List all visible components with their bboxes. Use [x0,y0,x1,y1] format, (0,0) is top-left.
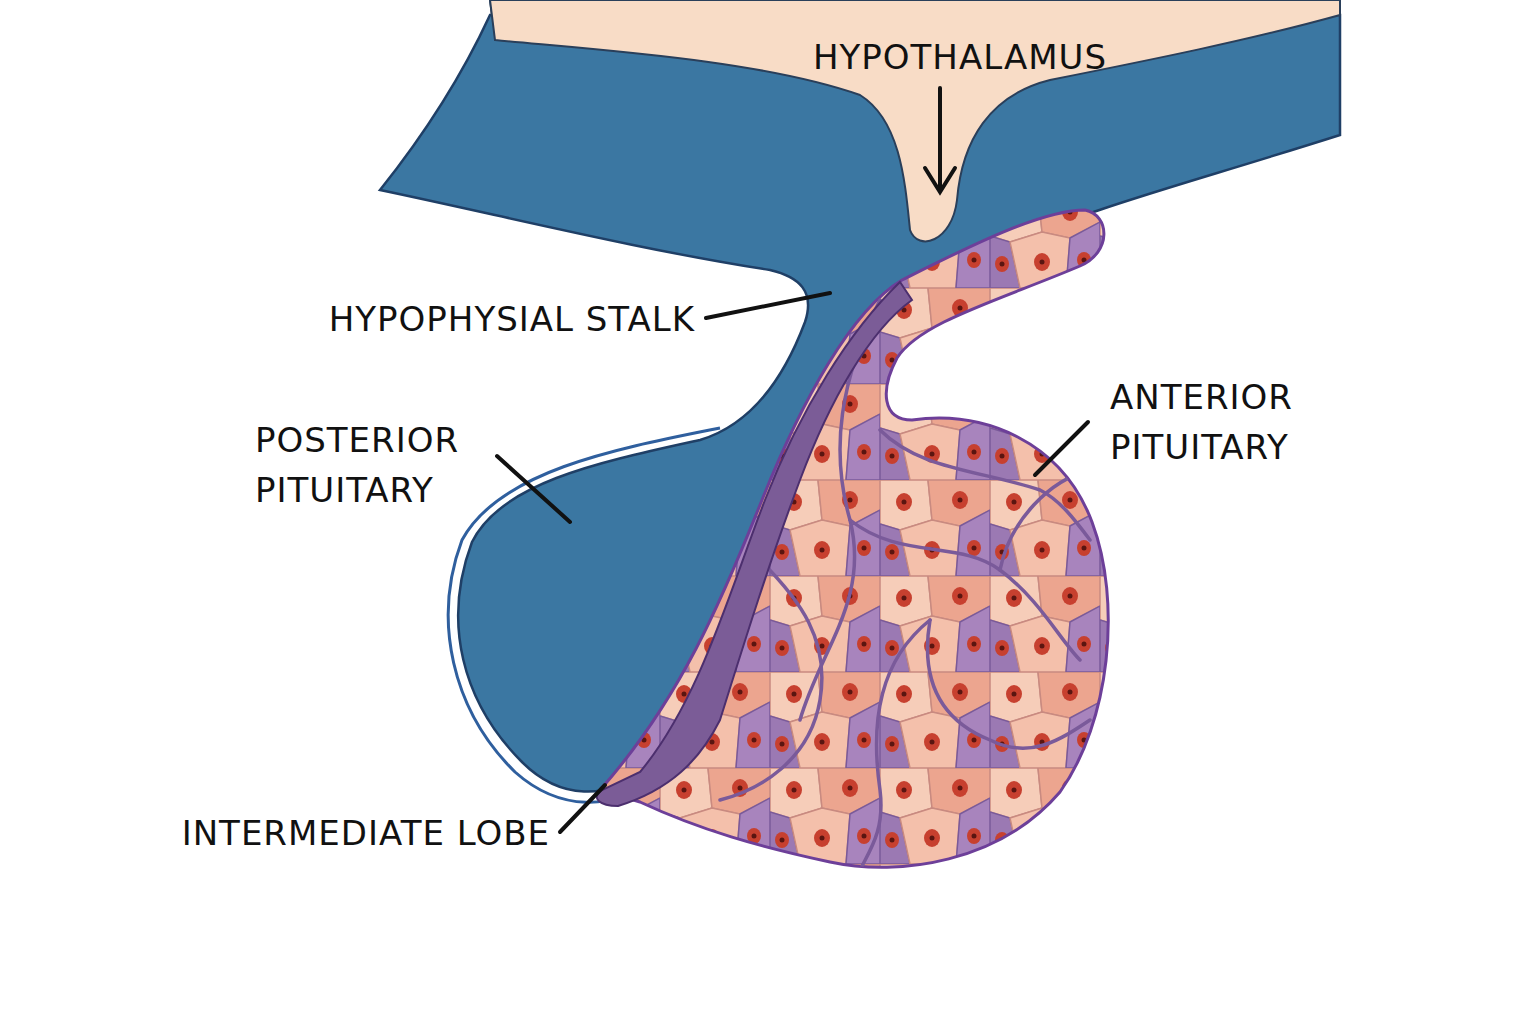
part-label: POSTERIOR PITUITARY [255,415,505,515]
part-label: INTERMEDIATE LOBE [90,808,550,858]
capillary-vessels [720,300,1090,870]
part-label: ANTERIOR PITUITARY [1110,372,1360,472]
hypothalamus-shape [490,0,1340,241]
part-label: HYPOPHYSIAL STALK [205,294,695,344]
part-label: HYPOTHALAMUS [760,32,1160,82]
leader-lines [497,88,1088,832]
intermediate-lobe-shape [597,282,912,806]
